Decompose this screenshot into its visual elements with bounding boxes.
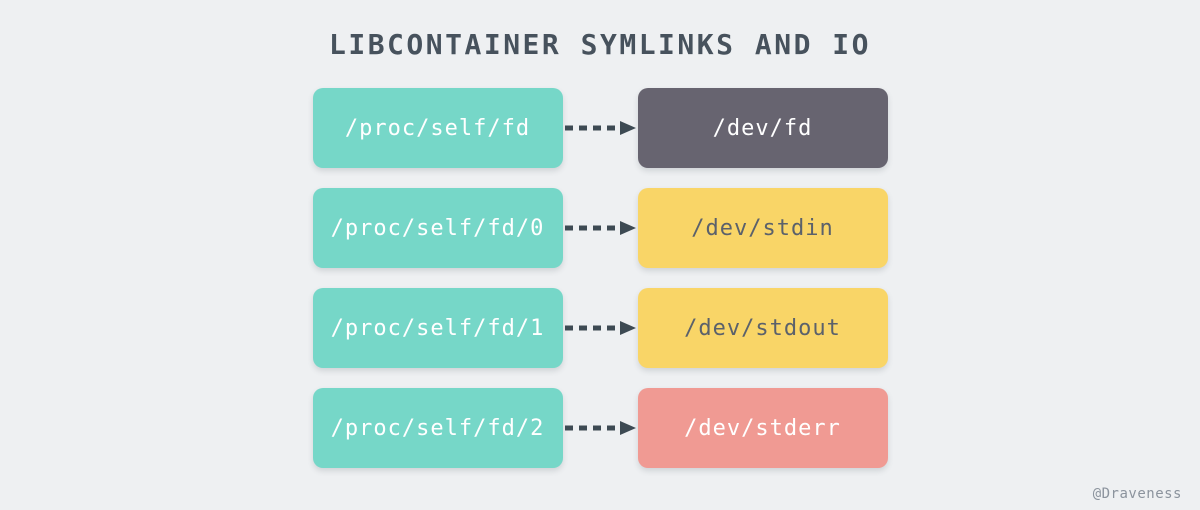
symlink-row-stderr: /proc/self/fd/2 /dev/stderr: [312, 388, 888, 468]
source-label: /proc/self/fd/1: [330, 315, 545, 341]
target-label: /dev/stderr: [684, 415, 841, 441]
dashed-arrow-icon: [563, 319, 638, 337]
source-node: /proc/self/fd: [312, 88, 563, 168]
dashed-arrow-icon: [563, 219, 638, 237]
source-label: /proc/self/fd: [344, 115, 531, 141]
symlink-rows: /proc/self/fd /dev/fd /proc/self/fd/0: [0, 88, 1200, 468]
source-label: /proc/self/fd/0: [330, 215, 545, 241]
source-label: /proc/self/fd/2: [330, 415, 545, 441]
diagram-title: LIBCONTAINER SYMLINKS AND IO: [328, 28, 871, 61]
symlink-row-fd: /proc/self/fd /dev/fd: [312, 88, 888, 168]
source-node: /proc/self/fd/0: [312, 188, 563, 268]
source-node: /proc/self/fd/2: [312, 388, 563, 468]
symlink-row-stdin: /proc/self/fd/0 /dev/stdin: [312, 188, 888, 268]
source-node: /proc/self/fd/1: [312, 288, 563, 368]
dashed-arrow-icon: [563, 419, 638, 437]
target-node: /dev/fd: [637, 88, 888, 168]
target-label: /dev/stdin: [691, 215, 834, 241]
author-watermark: @Draveness: [1092, 486, 1182, 502]
target-node: /dev/stdin: [637, 188, 888, 268]
target-node: /dev/stdout: [637, 288, 888, 368]
symlink-row-stdout: /proc/self/fd/1 /dev/stdout: [312, 288, 888, 368]
target-label: /dev/stdout: [684, 315, 841, 341]
target-label: /dev/fd: [712, 115, 813, 141]
dashed-arrow-icon: [563, 119, 638, 137]
target-node: /dev/stderr: [637, 388, 888, 468]
